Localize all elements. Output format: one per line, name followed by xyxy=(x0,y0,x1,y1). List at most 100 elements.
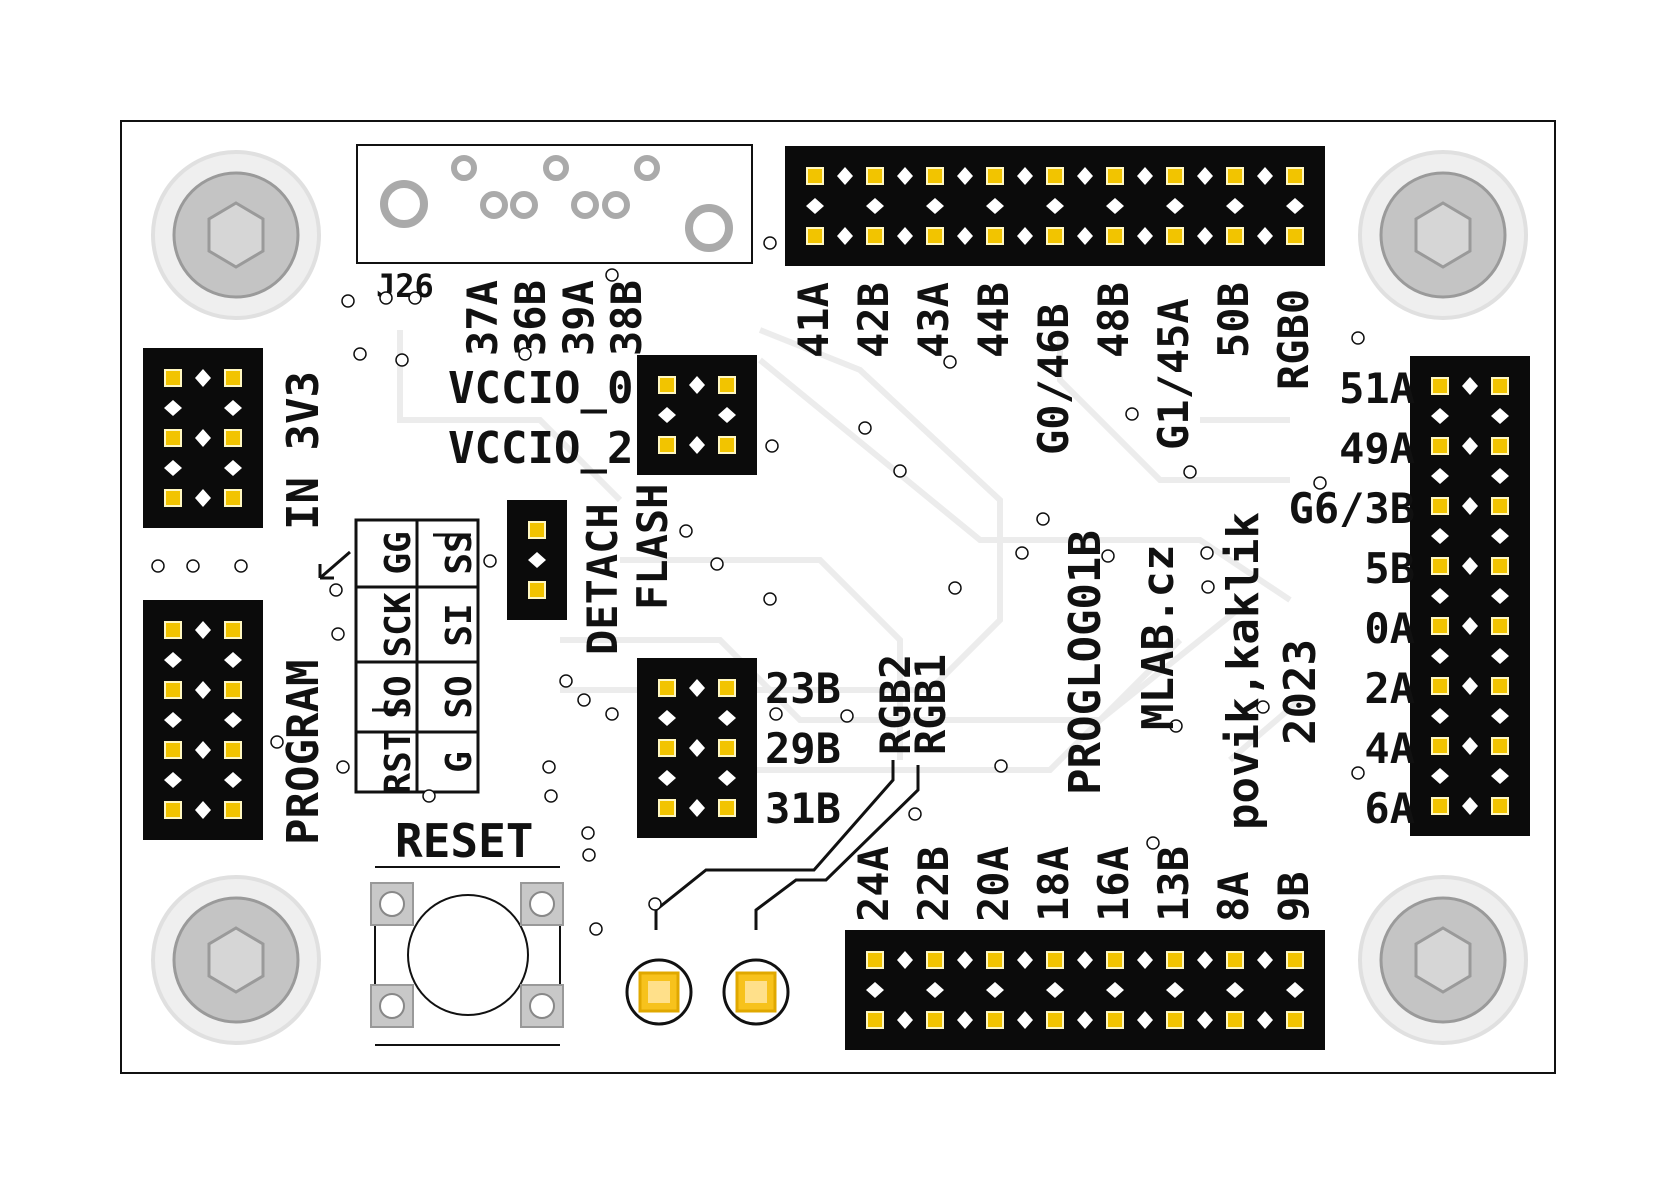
spi-pin-label: SO xyxy=(378,675,419,718)
pin-pad xyxy=(986,227,1004,245)
in-3v3-header xyxy=(143,348,263,528)
pin-pad xyxy=(1106,1011,1124,1029)
pin-pad xyxy=(1166,1011,1184,1029)
j26-connector xyxy=(356,144,753,264)
pin-label: 41A xyxy=(789,282,838,358)
spi-pin-label: GG xyxy=(378,531,419,574)
bottom-pin-header xyxy=(845,930,1325,1050)
pin-label: 24A xyxy=(849,846,898,922)
pin-label: 29B xyxy=(765,724,841,773)
pin-pad xyxy=(1491,677,1509,695)
pin-pad xyxy=(1286,227,1304,245)
mounting-hole-icon xyxy=(151,150,321,320)
pin-pad xyxy=(1491,797,1509,815)
board-name: PROGLOG01B xyxy=(1060,530,1111,795)
pin-label: 49A xyxy=(1339,424,1415,473)
pin-pad xyxy=(164,741,182,759)
pin-pad xyxy=(1046,227,1064,245)
mounting-hole-icon xyxy=(1358,875,1528,1045)
in-3v3-label: IN 3V3 xyxy=(278,371,329,530)
pin-label: 16A xyxy=(1089,846,1138,922)
pin-pad xyxy=(224,621,242,639)
pin-label: 43A xyxy=(909,282,958,358)
pin-label: 4A xyxy=(1364,724,1415,773)
spi-pin-label: SI xyxy=(439,603,480,646)
pin-pad xyxy=(718,376,736,394)
vias xyxy=(151,236,1365,936)
pin-pad xyxy=(1431,377,1449,395)
pin-pad xyxy=(658,799,676,817)
pin-pad xyxy=(658,739,676,757)
pin-pad xyxy=(1106,227,1124,245)
pin-pad xyxy=(1431,737,1449,755)
pin-pad xyxy=(1226,167,1244,185)
pin-label: 37A xyxy=(458,280,507,356)
pin-pad xyxy=(1226,951,1244,969)
board-site: MLAB.cz xyxy=(1133,545,1184,730)
detach-flash-jumper xyxy=(507,500,567,620)
pin-label: 5B xyxy=(1364,544,1415,593)
pin-pad xyxy=(658,679,676,697)
pin-pad xyxy=(986,951,1004,969)
pin-label: 9B xyxy=(1269,871,1318,922)
pin-pad xyxy=(164,429,182,447)
pin-pad xyxy=(1286,1011,1304,1029)
pin-pad xyxy=(866,167,884,185)
pin-label: RGB0 xyxy=(1269,289,1318,390)
pin-label: 44B xyxy=(969,282,1018,358)
reset-label: RESET xyxy=(395,814,533,868)
top-pin-header xyxy=(785,146,1325,266)
pin-pad xyxy=(926,951,944,969)
pin-pad xyxy=(1046,951,1064,969)
pin-pad xyxy=(1491,497,1509,515)
pin-pad xyxy=(926,227,944,245)
pin-pad xyxy=(164,369,182,387)
pin-pad xyxy=(1106,951,1124,969)
pin-pad xyxy=(224,801,242,819)
spi-pin-label: SS xyxy=(439,531,480,574)
led-rgb1 xyxy=(722,958,790,1026)
pin-pad xyxy=(1286,951,1304,969)
pin-pad xyxy=(1431,557,1449,575)
pin-pad xyxy=(1431,437,1449,455)
pin-pad xyxy=(718,436,736,454)
pin-pad xyxy=(1046,1011,1064,1029)
pin-pad xyxy=(528,521,546,539)
pin-pad xyxy=(164,621,182,639)
pin-label: 36B xyxy=(506,280,555,356)
pin-pad xyxy=(1166,227,1184,245)
pin-pad xyxy=(806,227,824,245)
pin-pad xyxy=(1046,167,1064,185)
pin-label: 18A xyxy=(1029,846,1078,922)
board-outline xyxy=(120,120,1556,1074)
pin-label: 38B xyxy=(602,280,651,356)
pin-pad xyxy=(986,1011,1004,1029)
pin-label: 6A xyxy=(1364,784,1415,833)
pin-label: 0A xyxy=(1364,604,1415,653)
pin-label: 23B xyxy=(765,664,841,713)
pin-pad xyxy=(718,739,736,757)
pin-pad xyxy=(986,167,1004,185)
pin-pad xyxy=(1431,617,1449,635)
pin-pad xyxy=(528,581,546,599)
reset-button[interactable] xyxy=(370,866,564,1046)
pin-pad xyxy=(866,227,884,245)
vccio-2-label: VCCIO_2 xyxy=(448,423,633,474)
rgb1-silk-line xyxy=(754,765,920,930)
pin-label: G6/3B xyxy=(1289,484,1415,533)
pin-pad xyxy=(1431,497,1449,515)
pin-label: 20A xyxy=(969,846,1018,922)
pin-label: 8A xyxy=(1209,871,1258,922)
mounting-hole-icon xyxy=(151,875,321,1045)
pin-label: RGB1 xyxy=(906,654,955,755)
led-rgb2 xyxy=(625,958,693,1026)
pin-label: 51A xyxy=(1339,364,1415,413)
pin-pad xyxy=(1166,951,1184,969)
vccio-header xyxy=(637,355,757,475)
pin-pad xyxy=(1226,1011,1244,1029)
pin-label: 31B xyxy=(765,784,841,833)
pin-pad xyxy=(658,436,676,454)
program-header xyxy=(143,600,263,840)
pin-pad xyxy=(926,167,944,185)
pin-label: G0/46B xyxy=(1029,303,1078,455)
